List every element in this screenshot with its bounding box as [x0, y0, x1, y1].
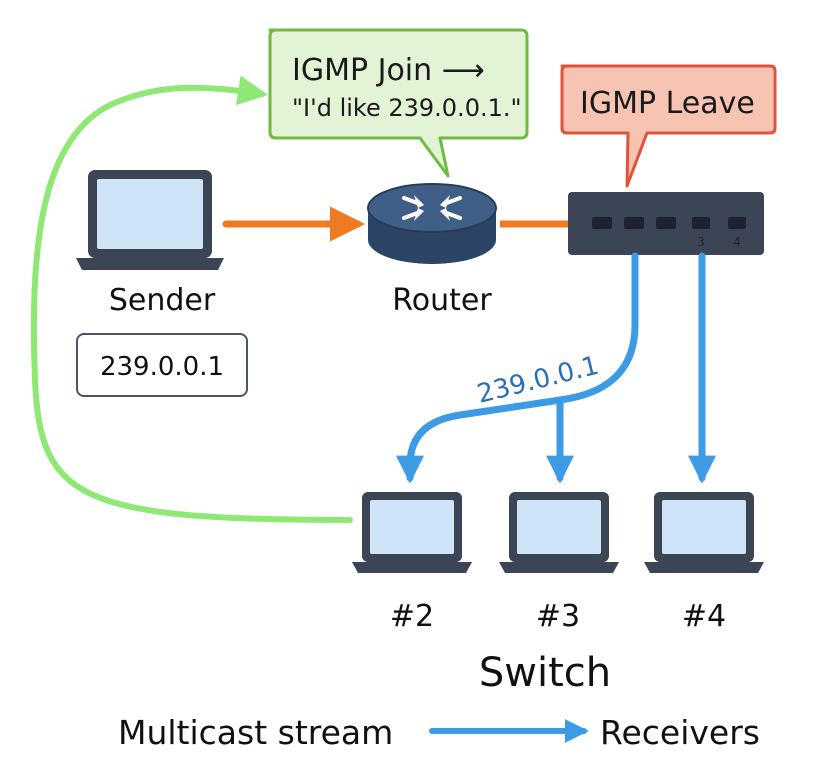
sender-group-box — [76, 333, 248, 397]
switch-port-4-label: 4 — [733, 235, 741, 249]
switch-port-3-label: 3 — [697, 235, 705, 249]
router-icon — [367, 183, 497, 264]
leave-callout-label: IGMP Leave — [580, 86, 755, 121]
join-callout-line2: "I'd like 239.0.0.1." — [292, 94, 522, 122]
receiver-3-label: #3 — [536, 599, 580, 634]
igmp-leave-callout — [560, 64, 777, 188]
join-callout-line1: IGMP Join ⟶ — [292, 53, 485, 88]
igmp-join-path — [30, 75, 353, 523]
router-label: Router — [392, 283, 492, 318]
receiver-4-label: #4 — [682, 599, 726, 634]
switch-label: Switch — [479, 650, 611, 696]
legend-right-label: Receivers — [600, 713, 760, 752]
receiver-2-laptop-icon — [352, 492, 472, 573]
receiver-3-laptop-icon — [499, 492, 619, 573]
sender-laptop-icon — [76, 170, 224, 270]
receiver-4-laptop-icon — [644, 492, 764, 573]
sender-group-address: 239.0.0.1 — [100, 352, 224, 382]
igmp-join-callout — [268, 28, 529, 178]
sender-label: Sender — [109, 283, 216, 318]
switch-icon — [568, 192, 764, 255]
receiver-2-label: #2 — [390, 599, 434, 634]
legend-left-label: Multicast stream — [118, 713, 393, 752]
